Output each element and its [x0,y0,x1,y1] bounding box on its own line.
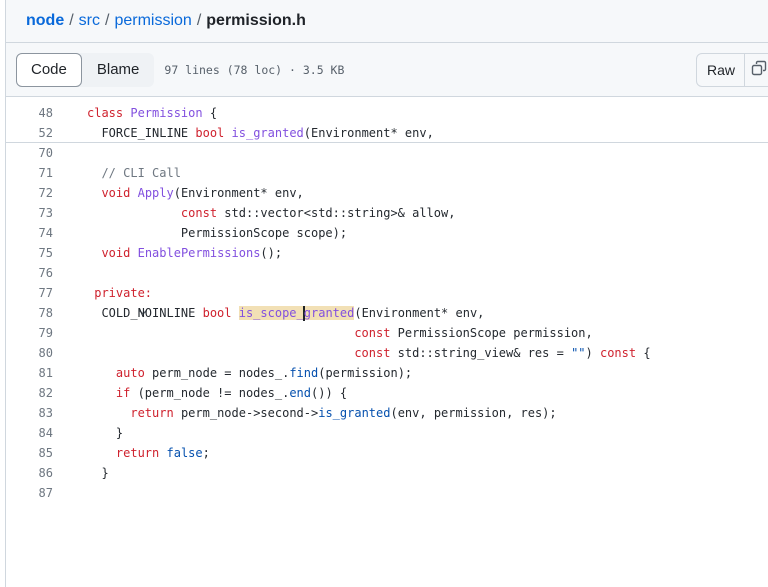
line-number[interactable]: 85 [38,446,53,460]
file-toolbar: Code Blame 97 lines (78 loc) · 3.5 KB Ra… [6,43,768,97]
line-number[interactable]: 73 [38,206,53,220]
line-number[interactable]: 80 [38,346,53,360]
breadcrumb-link-node[interactable]: node [26,12,65,29]
code-text: const std::string_view& res = "") const … [354,346,651,360]
tab-code[interactable]: Code [16,52,82,87]
code-line: 79 const PermissionScope permission, [6,323,768,343]
fold-toggle[interactable] [53,292,148,335]
line-number[interactable]: 87 [38,486,53,500]
line-number[interactable]: 75 [38,246,53,260]
line-number[interactable]: 84 [38,426,53,440]
code-text: // CLI Call [87,166,181,180]
code-line: 83 return perm_node->second->is_granted(… [6,403,768,423]
file-view: node / src / permission / permission.h C… [5,0,768,587]
code-text: } [87,426,124,440]
code-text: } [87,466,109,480]
breadcrumb-link-src[interactable]: src [78,12,100,29]
line-number[interactable]: 78 [38,306,53,320]
breadcrumb-link-permission[interactable]: permission [114,12,192,29]
code-line: 76 [6,263,768,283]
code-text: COLD_NOINLINE bool is_scope_granted(Envi… [87,305,485,321]
text-cursor [302,305,305,321]
code-line: 87 [6,483,768,503]
line-number[interactable]: 81 [38,366,53,380]
line-number[interactable]: 52 [38,125,53,140]
code-line: 81 auto perm_node = nodes_.find(permissi… [6,363,768,383]
code-text: return perm_node->second->is_granted(env… [130,406,557,420]
code-text: void EnablePermissions(); [101,246,283,260]
chevron-down-icon [65,292,149,335]
breadcrumb-separator: / [69,12,74,29]
code-text: class Permission { [87,106,218,120]
breadcrumb-separator: / [105,12,110,29]
view-mode-toggle: Code Blame [16,52,155,87]
line-number[interactable]: 70 [38,146,53,160]
code-line: 72 void Apply(Environment* env, [6,183,768,203]
code-line: 86 } [6,463,768,483]
file-meta: 97 lines (78 loc) · 3.5 KB [164,62,345,77]
code-line: 82 if (perm_node != nodes_.end()) { [6,383,768,403]
line-number[interactable]: 86 [38,466,53,480]
sticky-line[interactable]: 52 FORCE_INLINE bool is_granted(Environm… [6,123,768,143]
code-line: 77 private: [6,283,768,303]
code-line: 84 } [6,423,768,443]
code-text: auto perm_node = nodes_.find(permission)… [115,366,413,380]
code-line: 74 PermissionScope scope); [6,223,768,243]
line-number[interactable]: 79 [38,326,53,340]
code-text: FORCE_INLINE bool is_granted(Environment… [87,125,434,140]
code-line: 70 [6,143,768,163]
code-line: 73 const std::vector<std::string>& allow… [6,203,768,223]
code-text: PermissionScope scope); [87,226,348,240]
breadcrumb-current-file: permission.h [206,12,306,29]
code-line: 80 const std::string_view& res = "") con… [6,343,768,363]
code-line: 78 COLD_NOINLINE bool is_scope_granted(E… [6,303,768,323]
line-number[interactable]: 72 [38,186,53,200]
copy-button[interactable] [745,54,768,86]
code-text: void Apply(Environment* env, [101,186,304,200]
code-text: const std::vector<std::string>& allow, [180,206,456,220]
code-view: 48 class Permission { 52 FORCE_INLINE bo… [6,97,768,503]
code-text: private: [94,286,153,300]
line-number[interactable]: 74 [38,226,53,240]
code-text: return false; [115,446,210,460]
line-number[interactable]: 77 [38,286,53,300]
code-text: if (perm_node != nodes_.end()) { [115,386,348,400]
search-highlight: is_scope_granted [238,305,355,321]
copy-icon [751,60,767,81]
line-number[interactable]: 48 [38,106,53,120]
line-number[interactable]: 82 [38,386,53,400]
code-text: const PermissionScope permission, [354,326,593,340]
file-actions: Raw [695,53,768,87]
line-number[interactable]: 71 [38,166,53,180]
tab-blame[interactable]: Blame [96,61,140,78]
line-number[interactable]: 76 [38,266,53,280]
breadcrumb: node / src / permission / permission.h [6,0,768,43]
sticky-line[interactable]: 48 class Permission { [6,103,768,123]
line-number[interactable]: 83 [38,406,53,420]
code-line: 85 return false; [6,443,768,463]
code-line: 75 void EnablePermissions(); [6,243,768,263]
breadcrumb-separator: / [196,12,202,29]
code-line: 71 // CLI Call [6,163,768,183]
raw-button[interactable]: Raw [697,54,745,86]
